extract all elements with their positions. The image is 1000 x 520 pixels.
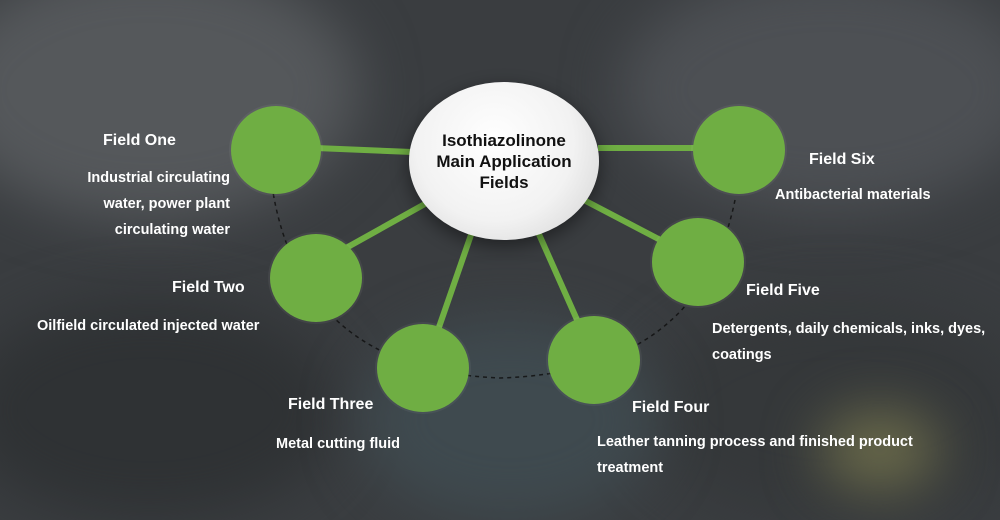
field-four-node [548, 316, 640, 404]
connector-lines [0, 0, 1000, 495]
field-five-description: Detergents, daily chemicals, inks, dyes,… [712, 316, 992, 368]
field-one-title: Field One [103, 132, 176, 150]
spoke-field-five [580, 198, 670, 245]
field-two-node [270, 234, 362, 322]
spoke-field-two [346, 200, 432, 248]
field-six-description: Antibacterial materials [775, 182, 931, 208]
spoke-field-three [438, 232, 472, 330]
field-four-description: Leather tanning process and finished pro… [597, 429, 917, 481]
field-two-title: Field Two [172, 279, 245, 297]
spoke-field-four [538, 232, 578, 322]
field-one-description: Industrial circulating water, power plan… [48, 165, 230, 243]
field-four-title: Field Four [632, 399, 709, 417]
spoke-field-one [316, 148, 412, 152]
center-node: Isothiazolinone Main Application Fields [409, 82, 599, 240]
field-one-node [231, 106, 321, 194]
field-six-node [693, 106, 785, 194]
field-five-title: Field Five [746, 282, 820, 300]
field-five-node [652, 218, 744, 306]
field-three-description: Metal cutting fluid [276, 431, 400, 457]
field-six-title: Field Six [809, 151, 875, 169]
field-two-description: Oilfield circulated injected water [37, 313, 259, 339]
field-three-title: Field Three [288, 396, 373, 414]
field-three-node [377, 324, 469, 412]
center-title: Isothiazolinone Main Application Fields [434, 130, 574, 193]
